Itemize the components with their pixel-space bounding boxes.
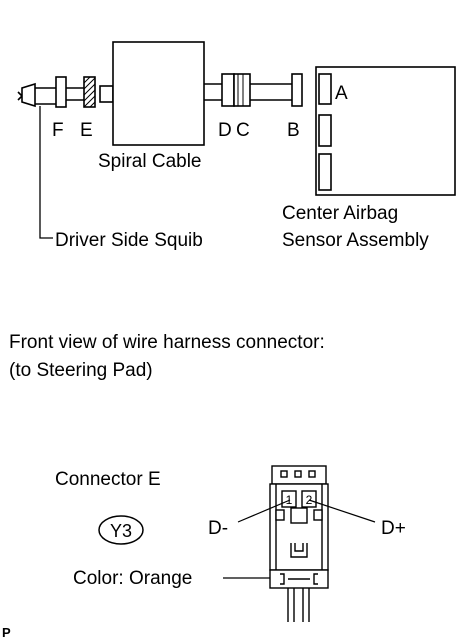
label-f: F xyxy=(52,120,64,141)
connector-e-drawing xyxy=(269,465,329,622)
d-minus-leader xyxy=(237,499,291,523)
connector-body xyxy=(269,483,329,571)
spiral-cable-label: Spiral Cable xyxy=(98,151,202,172)
pin-cavity-2 xyxy=(301,490,317,508)
center-airbag-label-line1: Center Airbag xyxy=(282,203,398,224)
color-label: Color: Orange xyxy=(73,568,192,589)
latch-slot-2 xyxy=(294,470,302,478)
code-badge xyxy=(98,515,144,545)
sensor-socket-3 xyxy=(318,153,332,191)
pin-cavity-1 xyxy=(281,490,297,508)
center-airbag-sensor-box xyxy=(315,66,456,196)
label-d: D xyxy=(218,120,232,141)
center-airbag-label-line2: Sensor Assembly xyxy=(282,230,429,251)
connector-e-hatch xyxy=(83,76,96,108)
connector-retainer xyxy=(290,507,308,524)
connector-wires xyxy=(287,588,310,622)
front-view-line1: Front view of wire harness connector: xyxy=(9,332,325,353)
connector-d xyxy=(221,73,235,107)
connector-c xyxy=(233,73,251,107)
connector-f xyxy=(55,76,67,108)
label-e: E xyxy=(80,120,93,141)
connector-b xyxy=(291,73,303,107)
squib-leader-line xyxy=(39,106,53,239)
sensor-socket-2 xyxy=(318,114,332,147)
clamp-detail xyxy=(280,573,318,585)
driver-side-squib-label: Driver Side Squib xyxy=(55,230,203,251)
retainer-tab-right xyxy=(313,509,323,521)
connector-lower-window xyxy=(290,543,308,558)
f-to-e-cable xyxy=(66,87,84,101)
sensor-socket-a xyxy=(318,73,332,105)
squib-plug xyxy=(17,82,36,108)
d-plus-leader xyxy=(308,499,376,523)
spiral-cable-body xyxy=(112,41,205,146)
squib-cable xyxy=(35,87,56,105)
system-diagram xyxy=(17,41,456,239)
latch-slot-1 xyxy=(280,470,288,478)
c-to-b-cable xyxy=(250,83,292,101)
connector-c-lines xyxy=(237,74,244,106)
spiral-to-d-cable xyxy=(204,83,222,101)
connector-e-title: Connector E xyxy=(55,469,161,490)
connector-left-rail xyxy=(275,484,323,570)
code-badge-text: Y3 xyxy=(110,521,132,541)
front-view-line2: (to Steering Pad) xyxy=(9,360,153,381)
latch-slot-3 xyxy=(308,470,316,478)
label-a: A xyxy=(335,83,348,104)
retainer-tab-left xyxy=(275,509,285,521)
d-minus-label: D- xyxy=(208,518,228,539)
d-plus-label: D+ xyxy=(381,518,406,539)
footer-mark: P xyxy=(2,625,11,640)
spiral-cable-stub xyxy=(99,85,114,103)
label-c: C xyxy=(236,120,250,141)
label-b: B xyxy=(287,120,300,141)
